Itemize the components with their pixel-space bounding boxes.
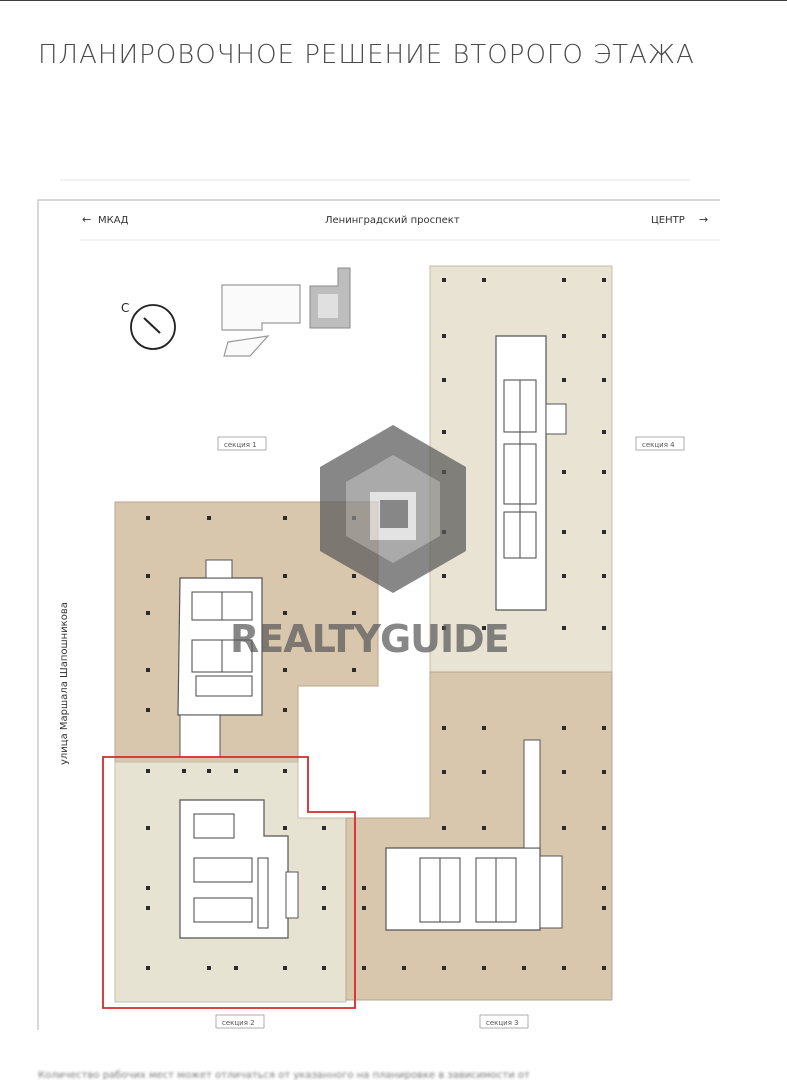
left-arrow: ←	[82, 213, 91, 226]
core-section-3	[385, 739, 563, 931]
highlight-outline	[102, 756, 356, 1009]
svg-text:секция 1: секция 1	[224, 441, 257, 449]
street-left-label: улица Маршала Шапошникова	[59, 602, 70, 765]
page-title: ПЛАНИРОВОЧНОЕ РЕШЕНИЕ ВТОРОГО ЭТАЖА	[38, 40, 695, 70]
street-top-label: Ленинградский проспект	[325, 215, 460, 226]
column-grid	[146, 278, 606, 970]
core-section-1	[177, 559, 263, 758]
svg-text:секция 4: секция 4	[642, 441, 675, 449]
top-border	[0, 0, 787, 1]
watermark-logo: REALTYGUIDE	[230, 425, 510, 661]
svg-text:секция 3: секция 3	[486, 1019, 519, 1027]
footnote: Количество рабочих мест может отличаться…	[38, 1070, 530, 1080]
compass: С	[121, 301, 176, 350]
section-4-label: секция 4	[635, 436, 685, 451]
core-section-4	[495, 335, 567, 611]
key-plan	[221, 267, 351, 357]
section-2-label: секция 2	[215, 1014, 265, 1029]
compass-letter: С	[121, 301, 129, 315]
left-direction-label: МКАД	[98, 215, 129, 226]
section-3-label: секция 3	[479, 1014, 529, 1029]
section-1-label: секция 1	[217, 436, 267, 451]
right-arrow: →	[699, 213, 708, 226]
section-3-floor	[345, 671, 613, 1001]
right-direction-label: ЦЕНТР	[651, 215, 685, 226]
svg-text:секция 2: секция 2	[222, 1019, 255, 1027]
watermark-text: REALTYGUIDE	[230, 617, 509, 661]
site-border	[37, 199, 720, 1030]
core-section-2	[179, 799, 299, 939]
